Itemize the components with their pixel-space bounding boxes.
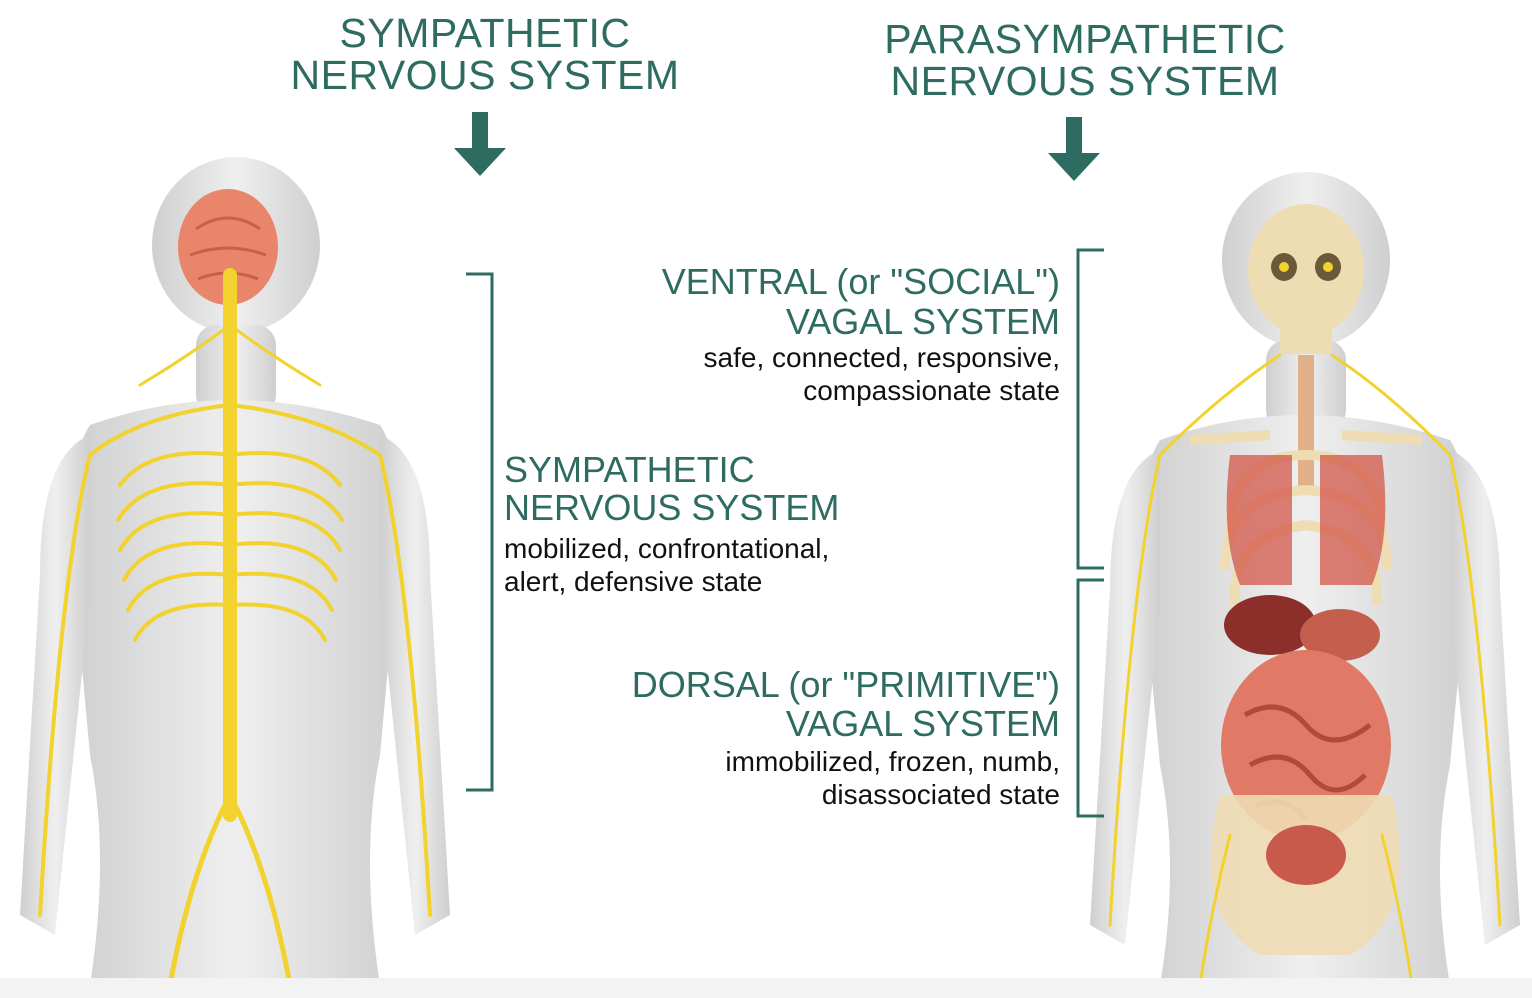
bracket-icon <box>462 272 498 792</box>
parasympathetic-heading-line2: NERVOUS SYSTEM <box>840 60 1330 102</box>
ventral-label-line1: VENTRAL (or "SOCIAL") <box>560 262 1060 302</box>
sympathetic-heading-line1: SYMPATHETIC <box>240 12 730 54</box>
sympathetic-desc-line2: alert, defensive state <box>504 565 762 598</box>
dorsal-desc-line2: disassociated state <box>520 778 1060 811</box>
ventral-label-line2: VAGAL SYSTEM <box>560 302 1060 342</box>
sympathetic-heading: SYMPATHETIC NERVOUS SYSTEM <box>240 12 730 96</box>
dorsal-label-line2: VAGAL SYSTEM <box>520 704 1060 744</box>
ventral-desc-line1: safe, connected, responsive, <box>560 341 1060 374</box>
skeleton-organs-body-figure <box>1080 155 1532 985</box>
dorsal-desc-line1: immobilized, frozen, numb, <box>520 745 1060 778</box>
bracket-icon <box>1072 578 1108 818</box>
sympathetic-heading-line2: NERVOUS SYSTEM <box>240 54 730 96</box>
sympathetic-desc-line1: mobilized, confrontational, <box>504 532 829 565</box>
bracket-icon <box>1072 248 1108 570</box>
dorsal-label-line1: DORSAL (or "PRIMITIVE") <box>520 665 1060 705</box>
skull-shape <box>1248 204 1364 336</box>
parasympathetic-heading: PARASYMPATHETIC NERVOUS SYSTEM <box>840 18 1330 102</box>
sympathetic-label-line1: SYMPATHETIC <box>504 450 755 490</box>
ventral-desc-line2: compassionate state <box>560 374 1060 407</box>
parasympathetic-heading-line1: PARASYMPATHETIC <box>840 18 1330 60</box>
nervous-system-body-figure <box>0 155 460 985</box>
bottom-strip <box>0 978 1532 998</box>
down-arrow-icon <box>454 112 506 178</box>
sympathetic-label-line2: NERVOUS SYSTEM <box>504 488 839 528</box>
